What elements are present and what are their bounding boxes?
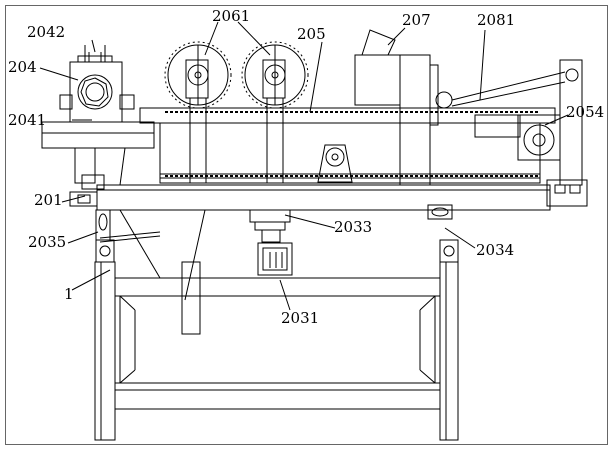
conveyor-205 (139, 107, 556, 184)
label-2035: 2035 (28, 233, 67, 251)
label-1: 1 (64, 285, 74, 303)
lower-stand (94, 239, 459, 441)
support-post (181, 261, 201, 335)
label-2041: 2041 (8, 111, 47, 129)
label-2031: 2031 (281, 309, 320, 327)
motor-2031 (257, 242, 293, 276)
label-207: 207 (402, 11, 431, 29)
label-2042: 2042 (27, 23, 66, 41)
label-201: 201 (34, 191, 63, 209)
center-drive (249, 209, 293, 276)
leader-lines (39, 21, 569, 311)
table-plate (69, 174, 588, 211)
arm-2035 (95, 209, 161, 243)
stand-leg-right (439, 261, 459, 441)
mount-2034 (427, 204, 453, 220)
figure-border (5, 5, 608, 445)
label-2033: 2033 (334, 218, 373, 236)
feed-head-204 (41, 45, 155, 186)
stand-rail-lower (114, 382, 441, 410)
stand-rail-upper (114, 277, 441, 297)
label-2061: 2061 (212, 7, 251, 25)
label-204: 204 (8, 58, 37, 76)
stand-leg-left (94, 261, 116, 441)
label-2054: 2054 (566, 103, 605, 121)
label-205: 205 (297, 25, 326, 43)
drive-2081 (451, 59, 583, 186)
label-2034: 2034 (476, 241, 515, 259)
motor-2054 (474, 114, 521, 138)
tower-207 (354, 29, 453, 186)
label-2081: 2081 (477, 11, 516, 29)
roller-assembly-2061 (164, 41, 309, 184)
stand-inner-panel (119, 295, 436, 384)
